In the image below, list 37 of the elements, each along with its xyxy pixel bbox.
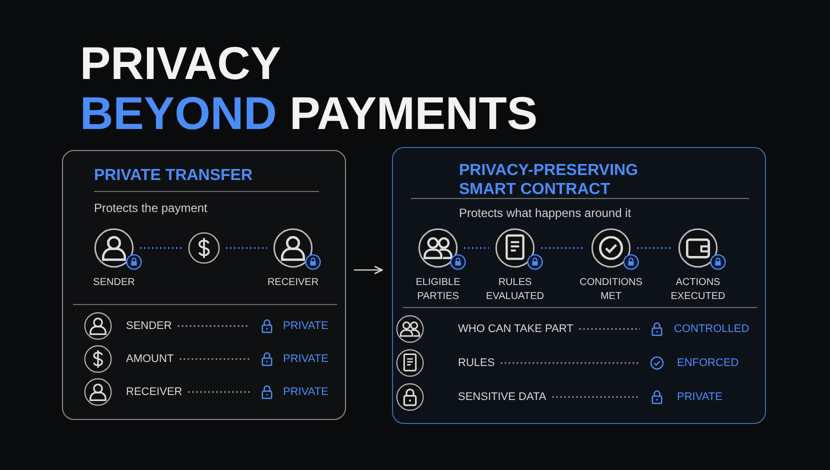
panel-subtitle: Protects what happens around it — [459, 206, 632, 220]
step-label: RULES EVALUATED — [485, 276, 545, 304]
dotted-connector — [464, 247, 489, 249]
dotted-connector — [500, 362, 640, 364]
status-label: CONTROLLED — [674, 323, 750, 335]
panel-heading: PRIVATE TRANSFER — [94, 166, 253, 185]
status-label: PRIVATE — [283, 386, 328, 398]
row-label: SENDER — [126, 319, 172, 333]
status-label: PRIVATE — [283, 353, 328, 365]
status-label: PRIVATE — [283, 320, 328, 332]
row-label: SENSITIVE DATA — [458, 390, 546, 404]
status-label: ENFORCED — [677, 357, 739, 369]
panel-card — [62, 150, 346, 420]
panel-heading: PRIVACY-PRESERVING SMART CONTRACT — [459, 161, 640, 199]
dotted-connector — [226, 247, 267, 249]
dotted-connector — [180, 358, 250, 360]
status-label: PRIVATE — [677, 391, 722, 403]
dotted-connector — [188, 391, 250, 393]
panel-card — [392, 147, 766, 424]
dotted-connector — [637, 247, 672, 249]
dotted-connector — [541, 247, 585, 249]
dotted-connector — [140, 247, 182, 249]
row-label: WHO CAN TAKE PART — [458, 322, 574, 336]
row-label: AMOUNT — [126, 352, 174, 366]
dotted-connector — [552, 396, 640, 398]
step-label: RECEIVER — [267, 276, 319, 290]
step-label: CONDITIONS MET — [578, 276, 644, 304]
title: PRIVACY BEYOND PAYMENTS — [80, 38, 539, 138]
dotted-connector — [178, 325, 250, 327]
panel-subtitle: Protects the payment — [94, 201, 208, 215]
dotted-connector — [579, 328, 640, 330]
step-label: ELIGIBLE PARTIES — [414, 276, 462, 304]
step-label: SENDER — [93, 276, 135, 290]
arrow — [354, 266, 383, 274]
row-label: RECEIVER — [126, 385, 182, 399]
row-label: RULES — [458, 356, 495, 370]
step-label: ACTIONS EXECUTED — [670, 276, 726, 304]
